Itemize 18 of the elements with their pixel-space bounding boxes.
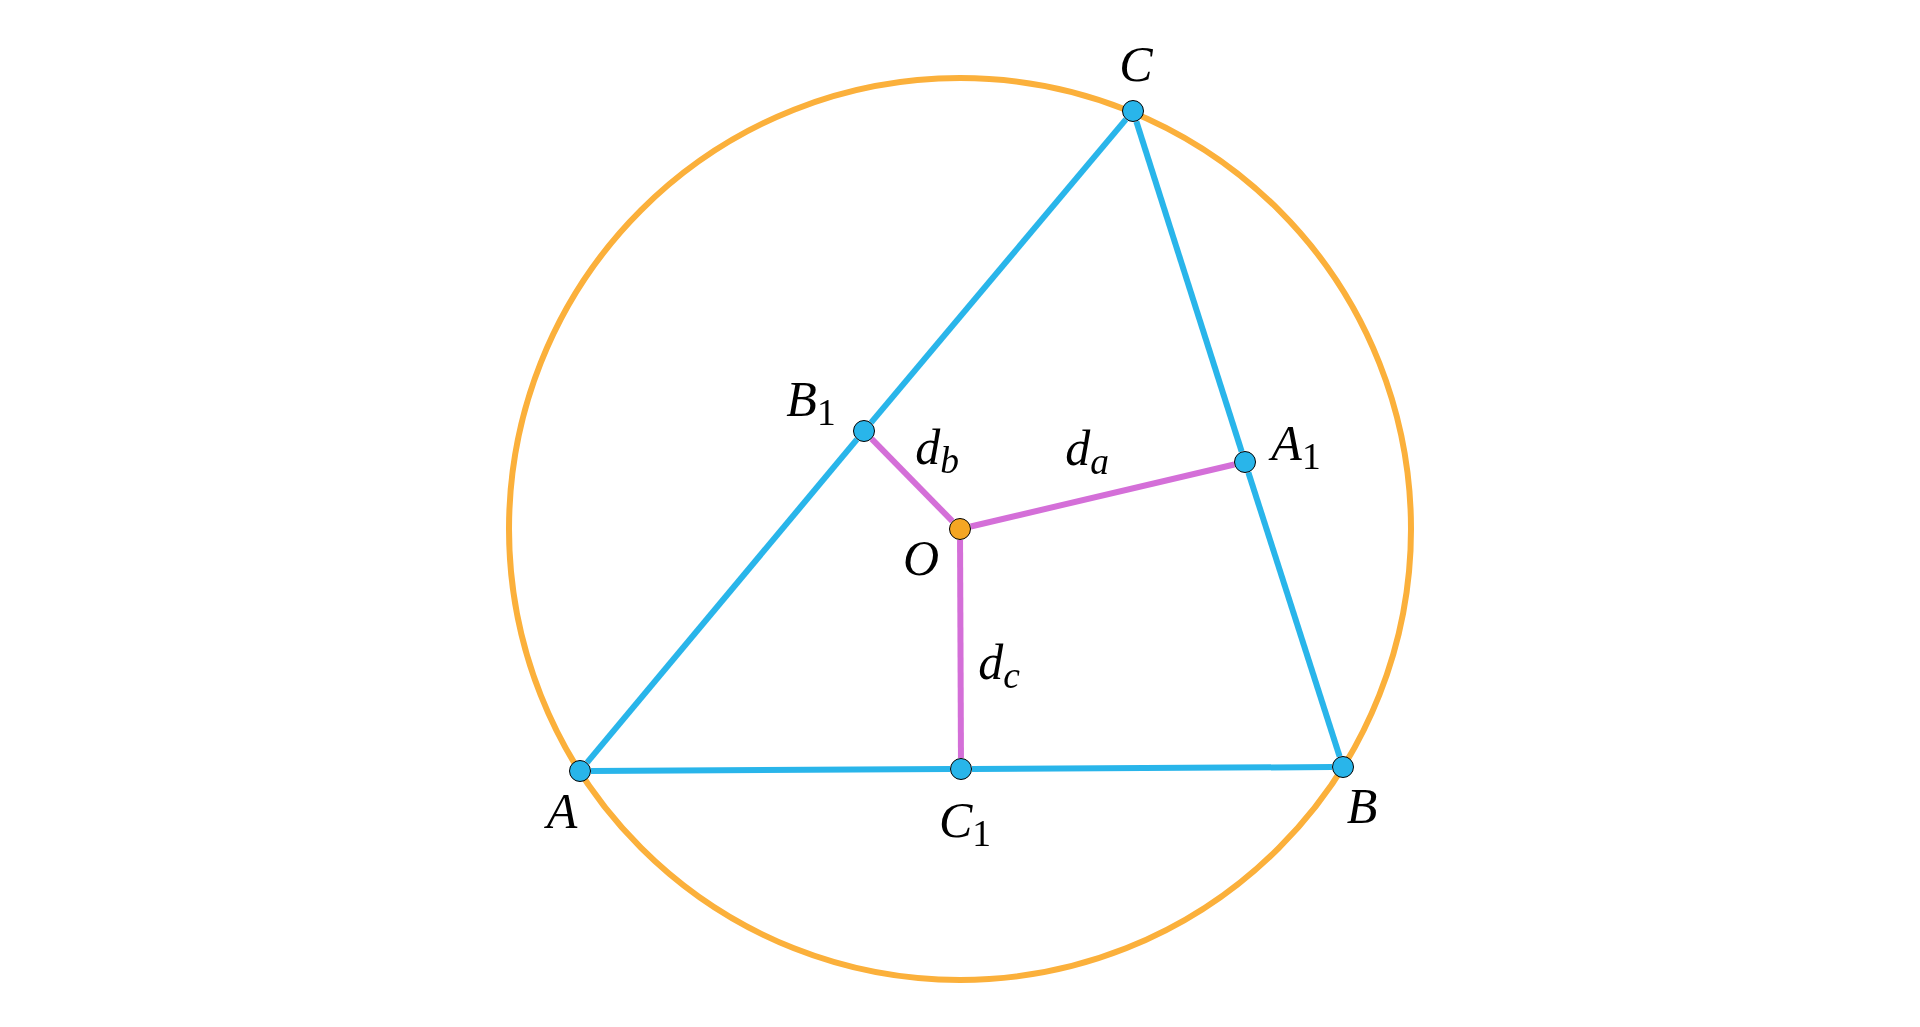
line-segment (1133, 120, 1245, 453)
point-label: A (546, 786, 578, 836)
line-segment (1245, 471, 1343, 758)
point-label: O (902, 533, 940, 583)
line-segment (972, 764, 1332, 772)
edge-label: d$_{b}$ (915, 422, 959, 472)
point-label: C$_{1}$ (938, 795, 992, 845)
line-segment (868, 117, 1129, 425)
point-label: B$_{1}$ (786, 374, 836, 424)
line-segment (970, 461, 1235, 530)
point-label: C (1119, 39, 1153, 89)
edge-label: d$_{a}$ (1065, 423, 1109, 473)
line-segment (957, 540, 964, 758)
line-segment (591, 766, 950, 774)
line-segment (869, 436, 955, 524)
point-label: B (1346, 781, 1378, 831)
line-segment (584, 437, 860, 765)
edge-label: d$_{c}$ (978, 637, 1020, 687)
